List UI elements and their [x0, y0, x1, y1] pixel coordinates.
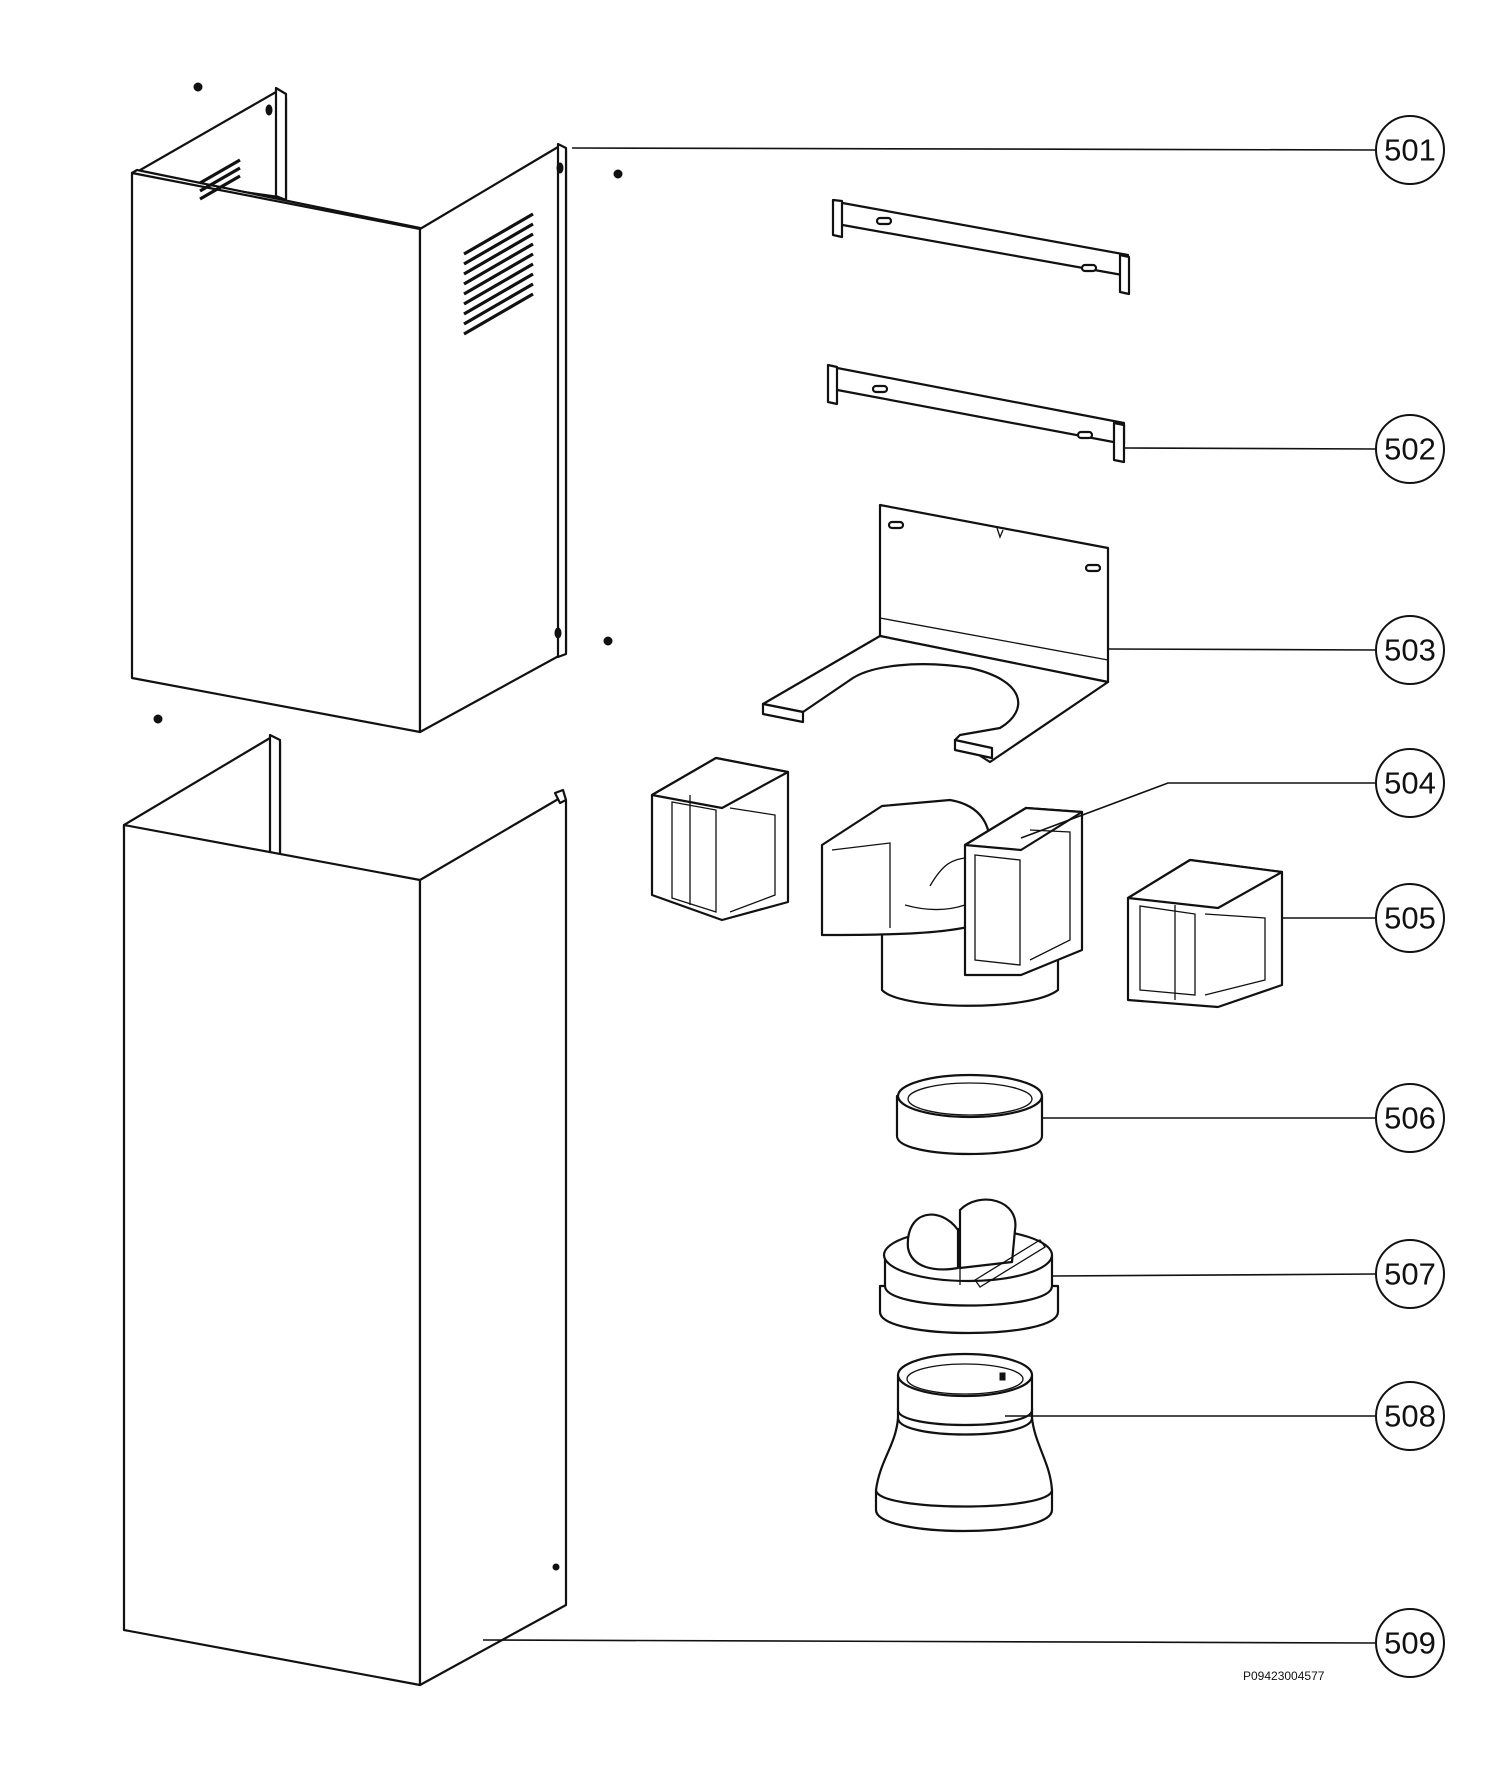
screw-icon — [153, 82, 623, 724]
lower-chimney-section[interactable] — [122, 733, 568, 1687]
callout-508: 508 — [1375, 1381, 1445, 1451]
leader-lines — [482, 147, 1377, 1644]
coupling-ring[interactable] — [895, 1073, 1044, 1156]
svg-text:507: 507 — [1384, 1257, 1436, 1292]
non-return-valve[interactable] — [878, 1198, 1060, 1335]
straight-adapter-right[interactable] — [1126, 858, 1284, 1009]
duct-support-frame[interactable] — [761, 503, 1110, 764]
callout-502: 502 — [1375, 414, 1445, 484]
svg-text:503: 503 — [1384, 633, 1436, 668]
callout-505: 505 — [1375, 883, 1445, 953]
callout-506: 506 — [1375, 1083, 1445, 1153]
document-number: P09423004577 — [1243, 1669, 1325, 1683]
mounting-bracket-upper[interactable] — [831, 198, 1131, 296]
svg-text:502: 502 — [1384, 432, 1436, 467]
svg-text:505: 505 — [1384, 901, 1436, 936]
svg-text:506: 506 — [1384, 1101, 1436, 1136]
svg-text:501: 501 — [1384, 133, 1436, 168]
upper-chimney-back-grille — [199, 158, 241, 201]
callout-504: 504 — [1375, 748, 1445, 818]
callout-509: 509 — [1375, 1608, 1445, 1678]
straight-adapter-left[interactable] — [650, 756, 790, 922]
callout-507: 507 — [1375, 1239, 1445, 1309]
svg-text:508: 508 — [1384, 1399, 1436, 1434]
reducer-collar[interactable] — [874, 1352, 1054, 1533]
svg-text:504: 504 — [1384, 766, 1436, 801]
y-duct-connector[interactable] — [820, 798, 1084, 1007]
mounting-bracket-lower[interactable] — [826, 363, 1126, 464]
svg-text:509: 509 — [1384, 1626, 1436, 1661]
callout-503: 503 — [1375, 615, 1445, 685]
upper-chimney-vent-grille — [463, 212, 534, 336]
callout-501: 501 — [1375, 115, 1445, 185]
upper-chimney-section[interactable] — [130, 86, 568, 734]
